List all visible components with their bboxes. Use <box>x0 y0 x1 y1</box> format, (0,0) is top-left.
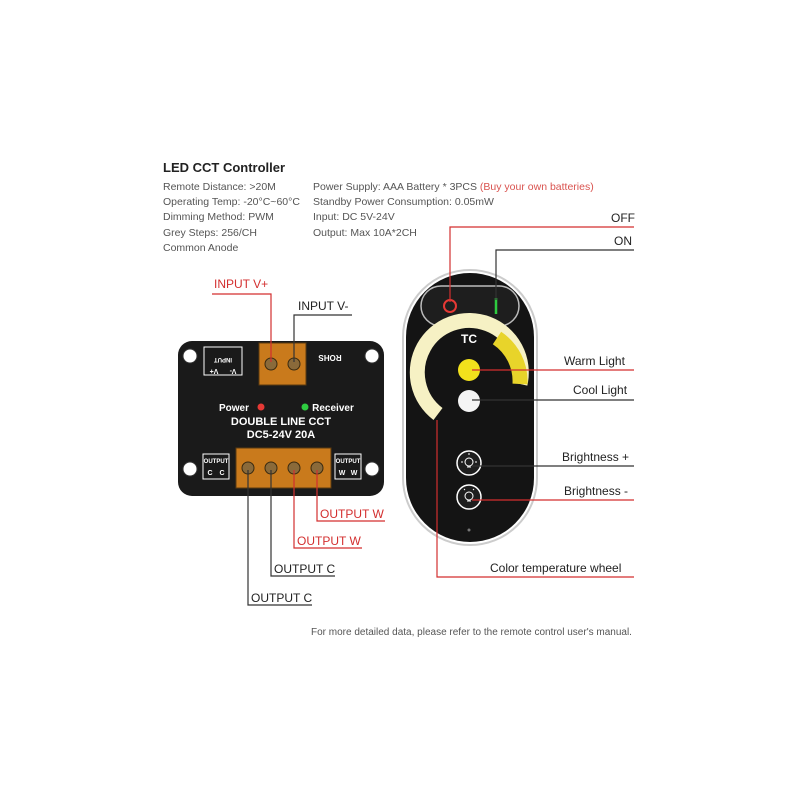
controller-output-right-w2: W <box>351 470 358 477</box>
callout-line-off <box>449 226 634 302</box>
controller-output-right-w1: W <box>339 470 346 477</box>
page-title: LED CCT Controller <box>163 160 286 175</box>
callout-off: OFF <box>611 211 635 225</box>
callout-on: ON <box>614 234 632 248</box>
callout-cool-light: Cool Light <box>573 383 628 397</box>
spec-remote-distance: Remote Distance: >20M <box>163 181 276 193</box>
controller-input-v-minus: V- <box>229 367 236 374</box>
controller-unit <box>178 341 384 496</box>
brightness-minus-icon <box>463 488 475 502</box>
cool-light-button[interactable] <box>458 390 480 412</box>
spec-output: Output: Max 10A*2CH <box>313 227 417 239</box>
brightness-plus-button[interactable] <box>456 450 482 476</box>
spec-common-anode: Common Anode <box>163 242 239 254</box>
controller-model-line1: DOUBLE LINE CCT <box>231 416 332 428</box>
callout-line-on <box>495 249 634 300</box>
brightness-plus-icon <box>461 453 477 468</box>
controller-input-label: INPUT <box>214 356 232 362</box>
controller-output-left: OUTPUT <box>204 459 229 465</box>
footer-note: For more detailed data, please refer to … <box>311 627 632 638</box>
callout-color-wheel: Color temperature wheel <box>490 561 622 575</box>
spec-input: Input: DC 5V-24V <box>313 211 395 223</box>
spec-standby-power: Standby Power Consumption: 0.05mW <box>313 196 494 208</box>
controller-receiver-label: Receiver <box>312 403 354 414</box>
brightness-minus-button[interactable] <box>456 484 482 510</box>
callout-line-output-w-1 <box>316 470 385 522</box>
controller-rohs: ROHS <box>318 353 342 362</box>
callout-output-w-2: OUTPUT W <box>297 534 361 548</box>
spec-dimming-method: Dimming Method: PWM <box>163 211 274 223</box>
callout-output-c-1: OUTPUT C <box>274 562 336 576</box>
callout-line-color-wheel <box>436 420 634 578</box>
controller-input-v-plus: V+ <box>210 367 219 374</box>
controller-model-line2: DC5-24V 20A <box>247 429 316 441</box>
callout-line-output-w-2 <box>293 470 362 549</box>
callout-line-output-c-2 <box>247 470 312 606</box>
controller-power-label: Power <box>219 403 249 414</box>
callout-brightness-minus: Brightness - <box>564 484 629 498</box>
spec-power-supply-text: Power Supply: AAA Battery * 3PCS <box>313 181 480 193</box>
callout-line-input-v-minus <box>293 314 352 362</box>
callout-input-v-minus: INPUT V- <box>298 299 349 313</box>
spec-operating-temp: Operating Temp: -20°C~60°C <box>163 196 300 208</box>
callout-line-input-v-plus <box>212 293 272 362</box>
controller-output-left-c2: C <box>219 470 224 477</box>
callout-output-c-2: OUTPUT C <box>251 591 313 605</box>
spec-power-supply: Power Supply: AAA Battery * 3PCS (Buy yo… <box>313 181 594 193</box>
controller-output-right: OUTPUT <box>336 459 361 465</box>
callout-input-v-plus: INPUT V+ <box>214 277 269 291</box>
controller-output-left-c1: C <box>207 470 212 477</box>
remote-control <box>402 269 538 546</box>
spec-battery-note: (Buy your own batteries) <box>479 181 594 193</box>
callout-warm-light: Warm Light <box>564 354 625 368</box>
callout-brightness-plus: Brightness + <box>562 450 630 464</box>
spec-grey-steps: Grey Steps: 256/CH <box>163 227 257 239</box>
remote-brand: TC <box>461 332 477 346</box>
callout-output-w-1: OUTPUT W <box>320 507 384 521</box>
warm-light-button[interactable] <box>458 359 480 381</box>
callout-line-output-c-1 <box>270 470 335 577</box>
